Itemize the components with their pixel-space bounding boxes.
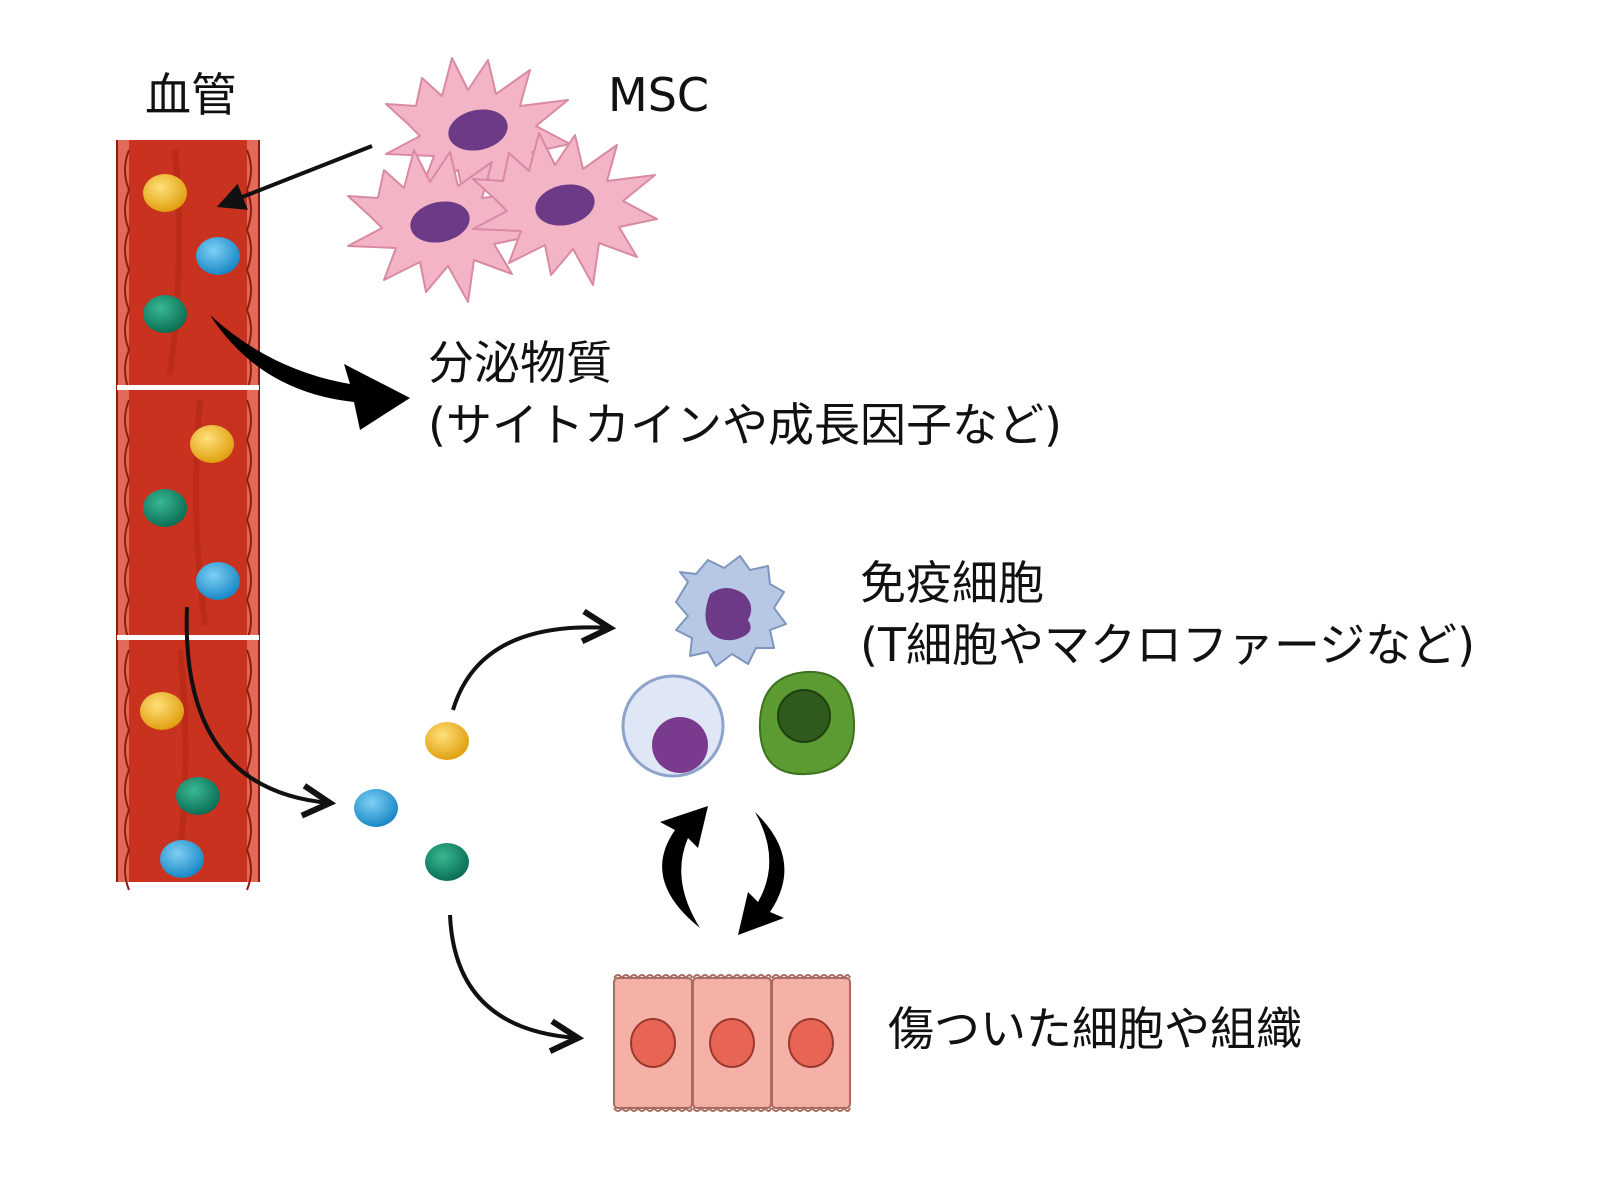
immune-cells-label: 免疫細胞 (T細胞やマクロファージなど) <box>860 552 1475 676</box>
damaged-tissue <box>613 974 851 1112</box>
factor-yellow <box>140 692 184 730</box>
secreted-label-line2: (サイトカインや成長因子など) <box>428 398 1062 452</box>
macrophage-cell <box>675 555 787 667</box>
immune-cells <box>621 555 856 778</box>
factor-blue <box>196 237 240 275</box>
secreted-label-line1: 分泌物質 <box>428 336 612 390</box>
factor-green <box>425 843 469 881</box>
vessel-to-factors-arrow <box>184 606 330 803</box>
msc-label: MSC <box>608 68 710 122</box>
factor-blue <box>354 789 398 827</box>
vessel-segment <box>117 390 259 635</box>
immune-label-line1: 免疫細胞 <box>860 556 1044 610</box>
tissue-cell <box>692 974 772 1112</box>
interaction-cycle-arrows <box>660 806 785 935</box>
factor-green <box>176 777 220 815</box>
secreted-factors-in-vessel <box>140 174 240 878</box>
factor-blue <box>196 562 240 600</box>
factors-to-immune-arrow <box>451 627 610 711</box>
secretion-big-arrow <box>210 315 410 430</box>
tissue-cell <box>771 974 851 1112</box>
t-cell <box>621 674 725 778</box>
released-factors <box>354 722 469 881</box>
nk-cell <box>758 670 856 776</box>
factors-to-tissue-arrow <box>448 914 578 1038</box>
tissue-cell <box>613 974 693 1112</box>
damaged-tissue-label: 傷ついた細胞や組織 <box>888 1002 1302 1056</box>
immune-label-line2: (T細胞やマクロファージなど) <box>860 618 1476 672</box>
msc-to-vessel-arrow <box>216 144 373 210</box>
factor-yellow <box>425 722 469 760</box>
secreted-substances-label: 分泌物質 (サイトカインや成長因子など) <box>428 332 1062 456</box>
factor-green <box>143 489 187 527</box>
factor-yellow <box>190 425 234 463</box>
vessel-label: 血管 <box>145 68 237 122</box>
factor-green <box>143 295 187 333</box>
factor-blue <box>160 840 204 878</box>
factor-yellow <box>143 174 187 212</box>
